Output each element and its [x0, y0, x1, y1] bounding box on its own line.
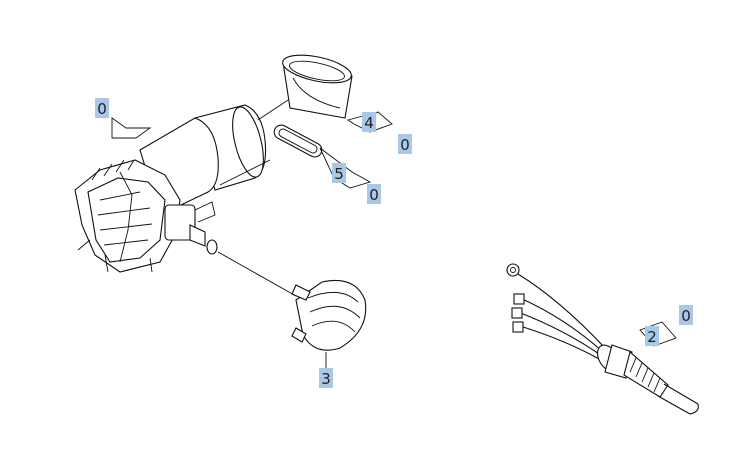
ring-part [282, 54, 353, 119]
callout-ring-part: 4 [362, 112, 376, 132]
callout-motor-group: 0 [95, 98, 109, 118]
svg-text:0: 0 [681, 307, 691, 325]
svg-text:0: 0 [369, 186, 379, 204]
callout-cable-part: 2 [645, 326, 659, 346]
cable-assembly [506, 263, 699, 415]
seal-part [273, 124, 323, 158]
callout-seal-qty: 0 [367, 184, 381, 204]
svg-text:3: 3 [321, 370, 331, 388]
callout-cap-part: 3 [319, 368, 333, 388]
callout-seal-part: 5 [332, 163, 346, 183]
motor-pump-assembly [74, 104, 267, 273]
svg-text:5: 5 [334, 165, 344, 183]
svg-text:2: 2 [647, 328, 657, 346]
callout-cable-qty: 0 [679, 305, 693, 325]
svg-text:0: 0 [400, 136, 410, 154]
callout-ring-qty: 0 [398, 134, 412, 154]
svg-text:0: 0 [97, 100, 107, 118]
svg-text:4: 4 [364, 114, 374, 132]
cap-part [291, 279, 367, 351]
